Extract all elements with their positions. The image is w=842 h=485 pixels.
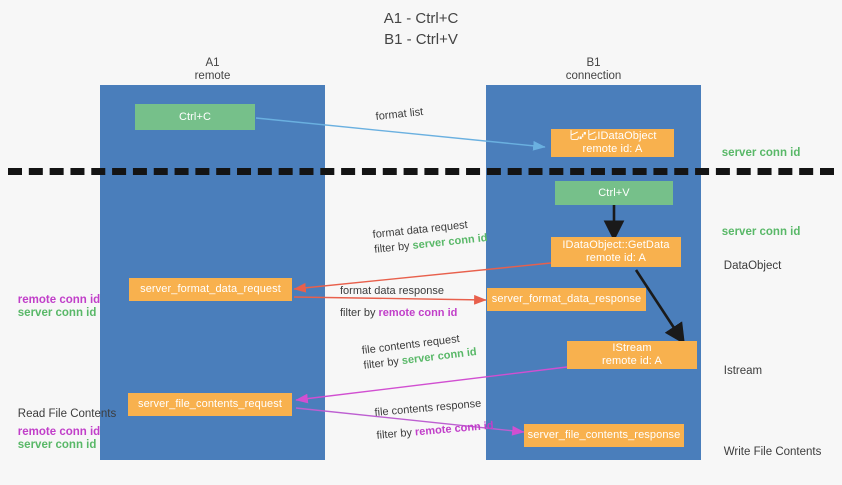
left-label-remote-conn-id-2: remote conn id bbox=[17, 426, 101, 438]
arrow-label-file-contents-response: file contents response filter by remote … bbox=[374, 397, 495, 442]
box-getdata-line1: IDataObject::GetData bbox=[562, 239, 670, 251]
left-label-server-conn-id-2: server conn id bbox=[17, 439, 97, 451]
box-idataobject-getdata[interactable]: IDataObject::GetData remote id: A bbox=[551, 237, 681, 267]
box-server-format-data-request-label: server_format_data_request bbox=[140, 283, 281, 295]
phase-divider bbox=[8, 168, 834, 175]
arrow-label-format-data-response-filter: filter by remote conn id bbox=[340, 307, 458, 319]
box-idataobject-line1: 匕⑇匕IDataObject bbox=[568, 130, 657, 142]
right-label-dataobject: DataObject bbox=[723, 260, 782, 272]
lane-header-b1: B1 connection bbox=[486, 57, 701, 83]
left-label-server-conn-id-1: server conn id bbox=[17, 307, 97, 319]
arrow-label-file-contents-request: file contents request filter by server c… bbox=[361, 332, 478, 372]
box-getdata-line2: remote id: A bbox=[586, 252, 646, 264]
arrow-label-format-data-response: format data response filter by remote co… bbox=[340, 285, 458, 319]
arrow-label-format-data-request: format data request filter by server con… bbox=[372, 219, 489, 256]
box-server-format-data-response-label: server_format_data_response bbox=[491, 293, 642, 305]
box-server-format-data-response[interactable]: server_format_data_response bbox=[487, 288, 646, 311]
right-label-server-conn-id-1: server conn id bbox=[721, 147, 801, 159]
box-ctrl-v-label: Ctrl+V bbox=[598, 186, 630, 199]
box-idataobject-line2: remote id: A bbox=[582, 143, 643, 155]
lane-header-a1: A1 remote bbox=[100, 57, 325, 83]
box-server-file-contents-response[interactable]: server_file_contents_response bbox=[524, 424, 684, 447]
right-label-server-conn-id-2: server conn id bbox=[721, 226, 801, 238]
lane-header-b1-subtitle: connection bbox=[565, 70, 622, 82]
left-label-read-file-contents: Read File Contents bbox=[17, 408, 117, 420]
arrow-label-format-list: format list bbox=[375, 106, 424, 123]
box-server-file-contents-response-label: server_file_contents_response bbox=[527, 429, 681, 441]
page-title: A1 - Ctrl+C B1 - Ctrl+V bbox=[0, 8, 842, 50]
title-line-1: A1 - Ctrl+C bbox=[383, 10, 459, 27]
box-ctrl-c-label: Ctrl+C bbox=[178, 110, 212, 123]
box-istream-line1: IStream bbox=[612, 342, 652, 354]
arrow-label-file-contents-response-filter: filter by remote conn id bbox=[376, 419, 495, 442]
box-ctrl-v[interactable]: Ctrl+V bbox=[555, 181, 673, 205]
right-label-istream: Istream bbox=[723, 365, 763, 377]
lane-header-a1-subtitle: remote bbox=[194, 70, 231, 82]
box-server-format-data-request[interactable]: server_format_data_request bbox=[129, 278, 292, 301]
box-ctrl-c[interactable]: Ctrl+C bbox=[135, 104, 255, 130]
box-server-file-contents-request[interactable]: server_file_contents_request bbox=[128, 393, 292, 416]
box-server-file-contents-request-label: server_file_contents_request bbox=[137, 398, 283, 410]
title-line-2: B1 - Ctrl+V bbox=[384, 31, 458, 48]
left-label-remote-conn-id-1: remote conn id bbox=[17, 294, 101, 306]
box-istream[interactable]: IStream remote id: A bbox=[567, 341, 697, 369]
lane-header-b1-name: B1 bbox=[586, 57, 601, 69]
right-label-write-file-contents: Write File Contents bbox=[723, 446, 822, 458]
box-istream-line2: remote id: A bbox=[602, 355, 662, 367]
box-idataobject-remote[interactable]: 匕⑇匕IDataObject remote id: A bbox=[551, 129, 674, 157]
lane-header-a1-name: A1 bbox=[205, 57, 220, 69]
